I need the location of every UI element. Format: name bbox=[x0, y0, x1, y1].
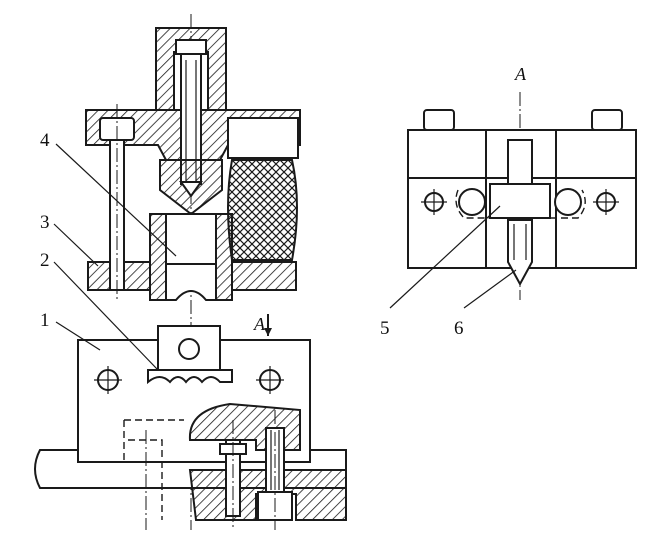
knob-cap bbox=[227, 117, 299, 159]
clamp-block-hole bbox=[178, 338, 200, 360]
v-jaw-plate bbox=[147, 369, 233, 385]
plunger bbox=[165, 213, 217, 265]
leader-1 bbox=[55, 321, 101, 351]
screw-tip bbox=[179, 181, 203, 198]
knurled-knob bbox=[227, 159, 298, 261]
label-part-4: 4 bbox=[40, 130, 50, 151]
section-mark-arrow bbox=[264, 328, 272, 336]
section-mark-a: A bbox=[253, 314, 272, 336]
view-a-hole-3 bbox=[554, 188, 582, 216]
view-a-hole-2 bbox=[458, 188, 486, 216]
hidden-edge-left bbox=[123, 419, 184, 462]
label-part-6: 6 bbox=[454, 318, 464, 339]
view-a-locator-pin bbox=[507, 219, 533, 287]
clamp-head-assembly bbox=[85, 14, 301, 530]
view-a-hidden-outline bbox=[455, 189, 586, 219]
leader-4 bbox=[55, 143, 177, 257]
leader-6 bbox=[463, 269, 517, 309]
hidden-screw-outline bbox=[128, 439, 163, 520]
base-plate-right bbox=[231, 261, 297, 291]
view-a-screw-head-right bbox=[591, 109, 623, 131]
label-part-3: 3 bbox=[40, 212, 50, 233]
base-fixture bbox=[34, 325, 347, 530]
v-block-jaw bbox=[165, 263, 217, 301]
label-part-5: 5 bbox=[380, 318, 390, 339]
view-a-screw-head-left bbox=[423, 109, 455, 131]
part-callouts: 4 3 2 1 5 6 bbox=[40, 130, 517, 371]
leader-5 bbox=[389, 205, 501, 309]
label-part-1: 1 bbox=[40, 310, 50, 331]
screw-cap bbox=[175, 39, 207, 55]
view-a: A bbox=[407, 64, 637, 300]
view-a-slide-block bbox=[489, 183, 551, 219]
section-mark-label: A bbox=[253, 314, 266, 334]
leader-2 bbox=[53, 261, 159, 371]
label-part-2: 2 bbox=[40, 250, 50, 271]
view-a-title: A bbox=[514, 64, 527, 84]
leader-3 bbox=[53, 223, 99, 267]
lower-body-left bbox=[149, 213, 167, 301]
